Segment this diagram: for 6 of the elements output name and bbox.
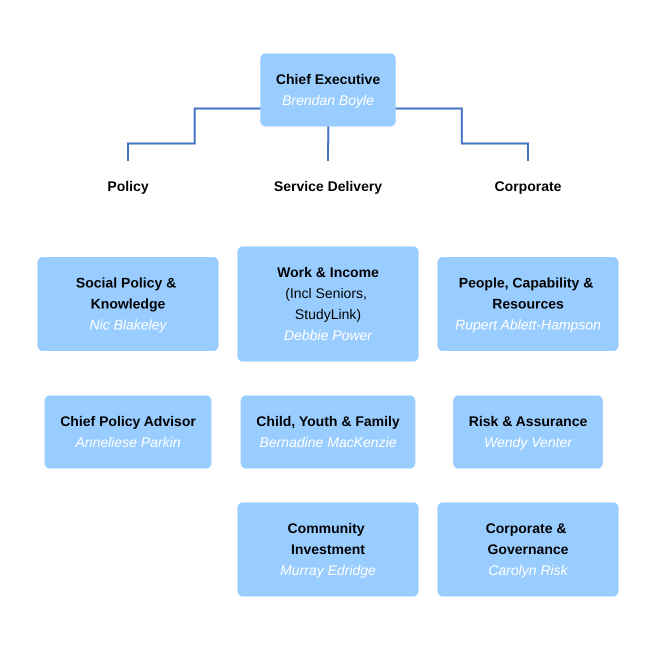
connector <box>326 126 329 162</box>
connector <box>395 107 528 162</box>
connector <box>126 107 261 162</box>
node-text: Service Delivery <box>273 178 382 194</box>
node-text: Corporate <box>494 178 561 194</box>
node-text: Policy <box>106 178 148 194</box>
